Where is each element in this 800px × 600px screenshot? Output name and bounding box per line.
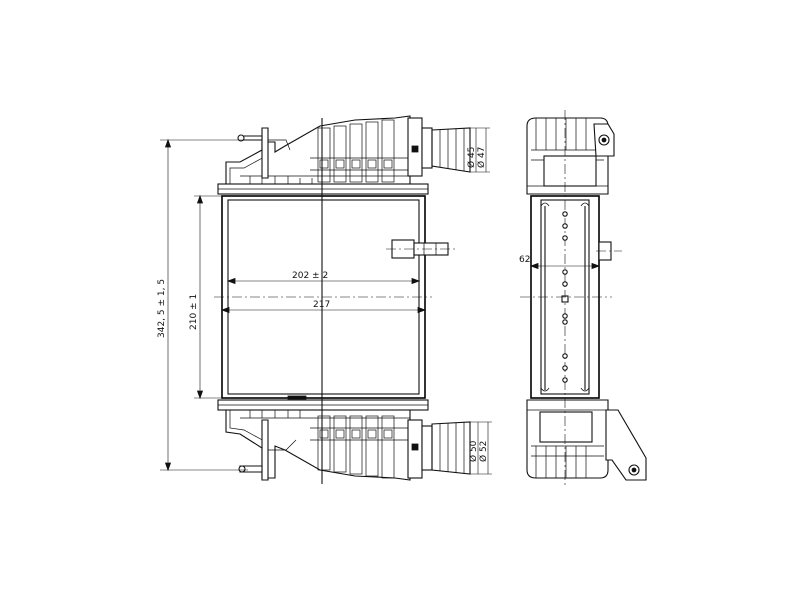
side-view bbox=[520, 110, 647, 488]
top-outlet-outer-label: Ø 47 bbox=[476, 147, 487, 168]
bottom-tank bbox=[225, 409, 411, 481]
overall-width-label: 217 bbox=[313, 300, 330, 310]
bottom-outlet bbox=[407, 419, 471, 479]
bottom-bracket bbox=[261, 419, 269, 481]
top-tank-ribs bbox=[240, 119, 410, 184]
top-bracket bbox=[261, 127, 269, 179]
front-view bbox=[214, 115, 471, 484]
side-fitting bbox=[386, 239, 456, 259]
depth-label: 62 bbox=[519, 255, 530, 265]
front-dimensions: 342, 5 ± 1, 5 210 ± 1 202 ± 2 217 Ø 45 Ø… bbox=[157, 127, 492, 475]
bottom-outlet-inner-label: Ø 50 bbox=[468, 440, 479, 462]
top-tank bbox=[225, 115, 411, 185]
bottom-outlet-outer-label: Ø 52 bbox=[478, 441, 489, 462]
overall-height-label: 342, 5 ± 1, 5 bbox=[157, 279, 167, 338]
bottom-tank-ribs bbox=[240, 410, 410, 479]
core-height-label: 210 ± 1 bbox=[189, 294, 199, 330]
top-outlet bbox=[407, 117, 471, 177]
side-holes bbox=[561, 211, 569, 383]
top-outlet-inner-label: Ø 45 bbox=[466, 147, 477, 168]
core-width-label: 202 ± 2 bbox=[292, 271, 328, 281]
side-dimensions: 62 bbox=[519, 255, 601, 270]
side-bottom-tank bbox=[526, 399, 609, 479]
